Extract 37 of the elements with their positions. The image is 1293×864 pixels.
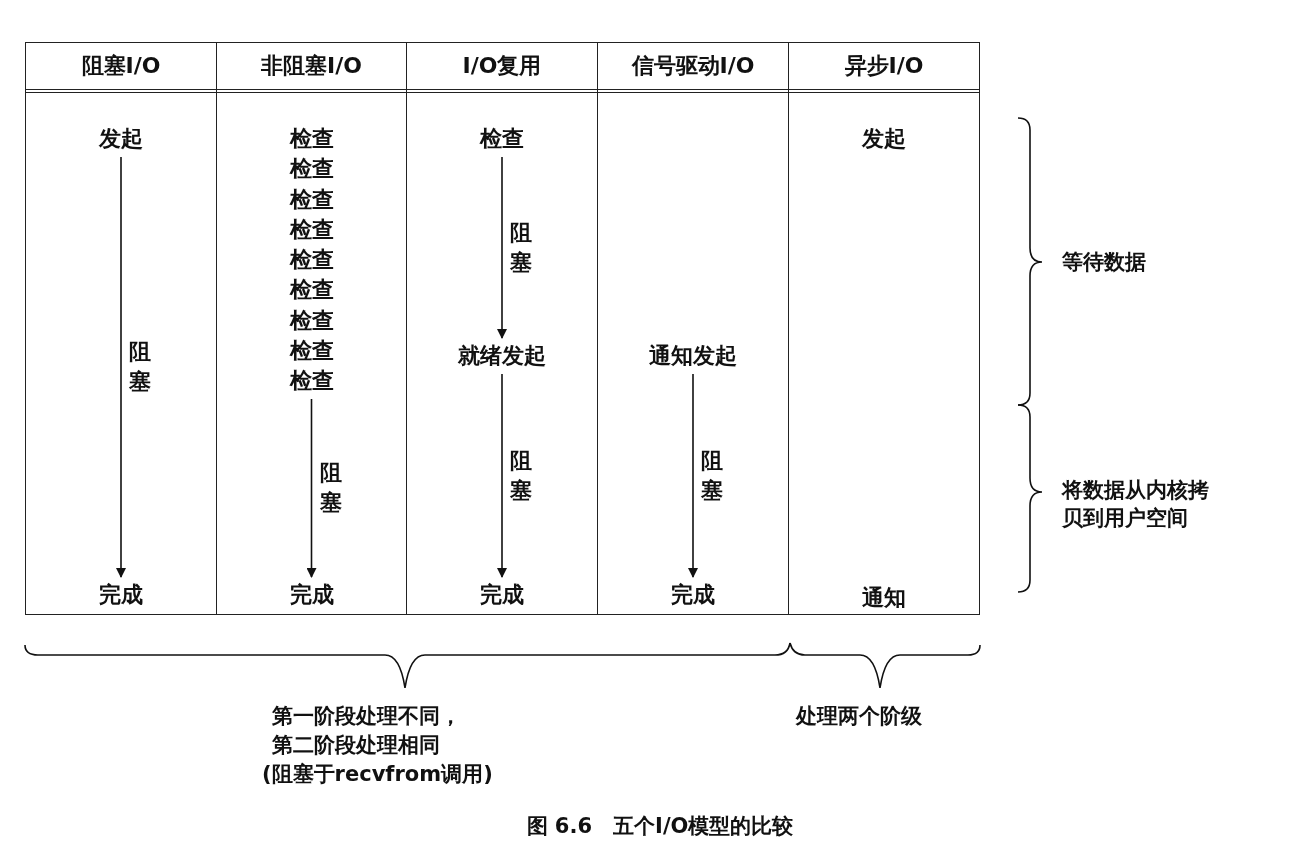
- arrow: [688, 373, 698, 578]
- note-text: 第一阶段处理不同，: [272, 703, 461, 730]
- step-text: 检查: [480, 125, 524, 153]
- step-text: 发起: [99, 125, 143, 153]
- note-text: 第二阶段处理相同: [272, 732, 440, 759]
- table-column: [597, 42, 789, 615]
- step-text: 就绪发起: [458, 342, 546, 370]
- note-text: 等待数据: [1062, 249, 1146, 276]
- step-text: 检查: [289, 185, 334, 214]
- table-column: [216, 42, 407, 615]
- column-header: 异步I/O: [789, 43, 979, 93]
- arrow: [497, 156, 507, 339]
- step-text: 检查: [289, 306, 334, 335]
- step-text: 检查: [289, 276, 334, 305]
- table-column: [788, 42, 980, 615]
- table-column: [406, 42, 598, 615]
- step-text: 检查: [289, 336, 334, 365]
- step-text: 检查: [289, 155, 334, 184]
- arrow: [116, 156, 126, 578]
- step-text: 检查: [289, 215, 334, 244]
- step-text: 完成: [671, 581, 715, 609]
- note-text: (阻塞于recvfrom调用): [262, 761, 493, 788]
- step-text: 完成: [99, 581, 143, 609]
- figure-caption: 图 6.6 五个I/O模型的比较: [526, 813, 794, 840]
- step-text: 通知发起: [649, 342, 737, 370]
- step-text: 完成: [480, 581, 524, 609]
- note-text: 将数据从内核拷贝到用户空间: [1062, 477, 1210, 532]
- arrow: [306, 398, 317, 578]
- step-text: 检查: [289, 125, 334, 153]
- note-text: 处理两个阶级: [796, 703, 922, 730]
- step-text: 完成: [289, 581, 334, 609]
- step-text: 检查: [289, 246, 334, 274]
- step-text: 发起: [862, 125, 906, 153]
- arrow: [497, 373, 507, 578]
- table-column: [25, 42, 217, 615]
- step-text: 通知: [862, 584, 906, 612]
- step-text: 检查: [289, 367, 334, 395]
